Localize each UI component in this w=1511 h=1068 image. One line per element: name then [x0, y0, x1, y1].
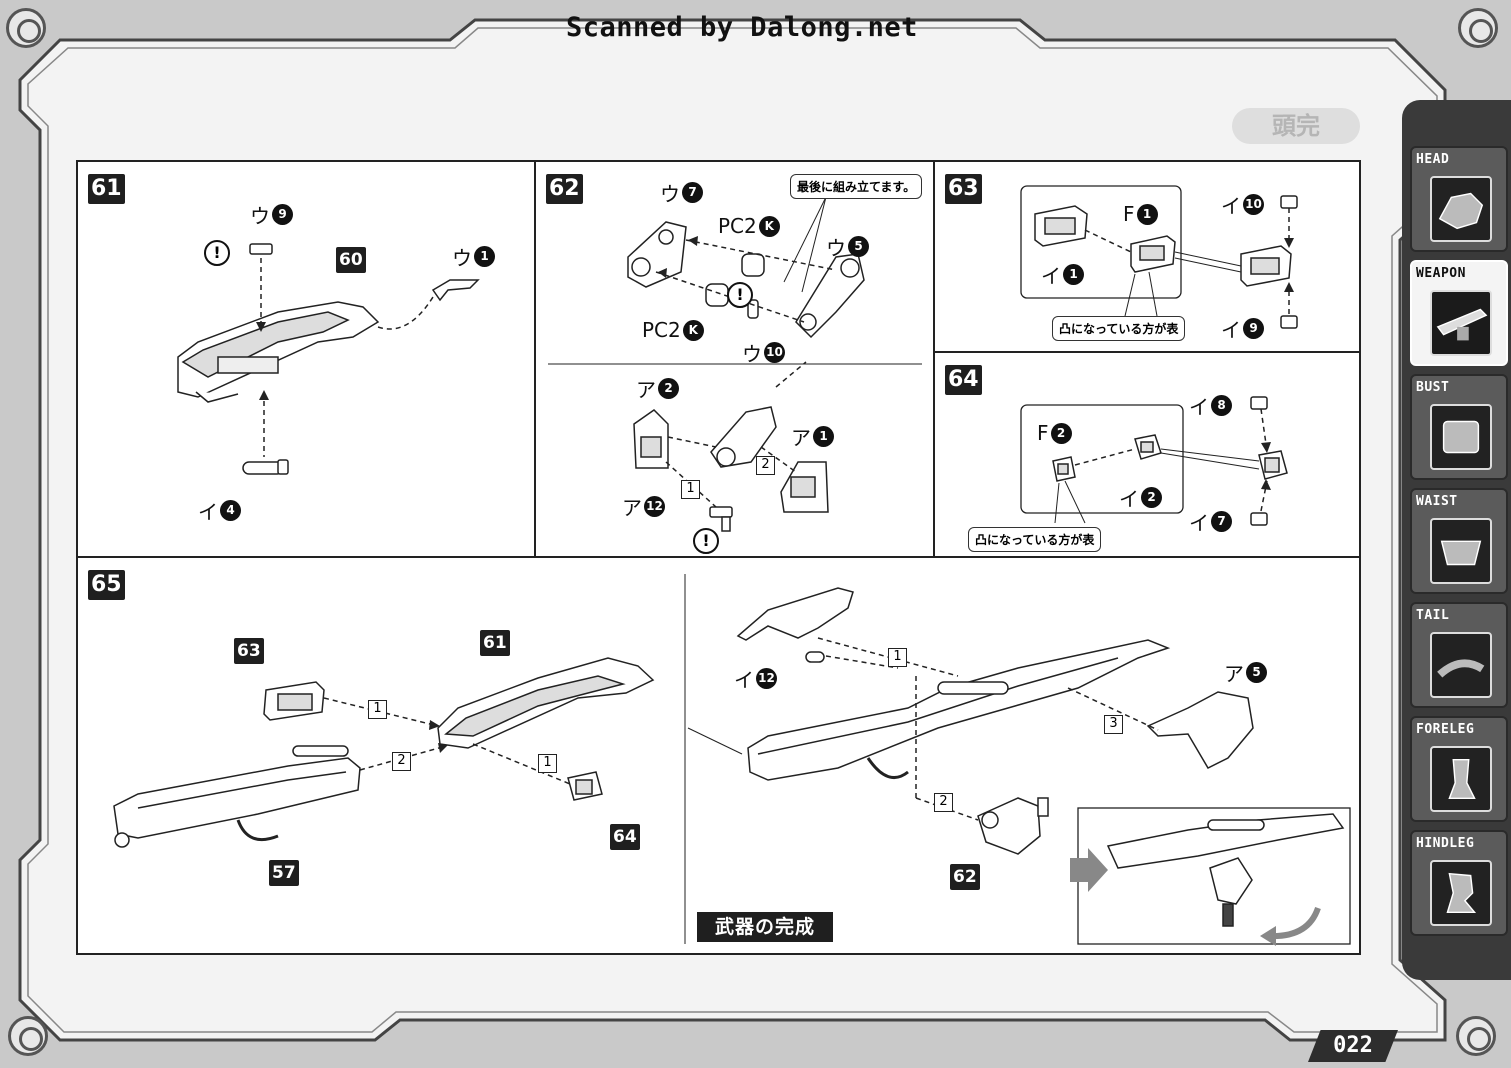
order-marker: 1 [681, 480, 700, 499]
subassembly-ref-63: 63 [234, 638, 264, 664]
step-number: 61 [88, 174, 125, 204]
section-sidebar: HEAD WEAPON BUST WAIST TAIL [1402, 100, 1511, 980]
watermark-tab: 頭完 [1232, 108, 1360, 144]
step-number: 62 [546, 174, 583, 204]
sidebar-item-label: HEAD [1416, 152, 1450, 167]
corner-emblem-bottom-right [1456, 1016, 1496, 1056]
sidebar-item-foreleg[interactable]: FORELEG [1410, 716, 1508, 822]
warning-icon: ! [727, 282, 753, 308]
order-marker: 2 [392, 752, 411, 771]
sidebar-item-label: FORELEG [1416, 722, 1475, 737]
foreleg-icon [1430, 746, 1492, 812]
sidebar-item-label: HINDLEG [1416, 836, 1475, 851]
corner-emblem-top-right [1458, 8, 1498, 48]
order-marker: 3 [1104, 715, 1123, 734]
subassembly-ref-64: 64 [610, 824, 640, 850]
weapon-complete-banner: 武器の完成 [697, 912, 833, 942]
sidebar-item-tail[interactable]: TAIL [1410, 602, 1508, 708]
sidebar-item-label: TAIL [1416, 608, 1450, 623]
sidebar-item-head[interactable]: HEAD [1410, 146, 1508, 252]
subassembly-ref-57: 57 [269, 860, 299, 886]
order-marker: 1 [888, 648, 907, 667]
sidebar-item-waist[interactable]: WAIST [1410, 488, 1508, 594]
scan-credit: Scanned by Dalong.net [566, 12, 918, 43]
tail-icon [1430, 632, 1492, 698]
step-61-panel: 61 ! [76, 160, 536, 558]
subassembly-ref-60: 60 [336, 247, 366, 273]
sidebar-item-label: WAIST [1416, 494, 1458, 509]
hindleg-icon [1430, 860, 1492, 926]
waist-icon [1430, 518, 1492, 584]
order-marker: 2 [934, 793, 953, 812]
weapon-icon [1430, 290, 1492, 356]
page-number: 022 [1308, 1030, 1398, 1062]
sidebar-item-bust[interactable]: BUST [1410, 374, 1508, 480]
warning-icon: ! [204, 240, 230, 266]
corner-emblem-top-left [6, 8, 46, 48]
head-icon [1430, 176, 1492, 242]
step-62-panel: 62 [534, 160, 935, 558]
corner-emblem-bottom-left [8, 1016, 48, 1056]
bust-icon [1430, 404, 1492, 470]
subassembly-ref-62: 62 [950, 864, 980, 890]
sidebar-item-label: BUST [1416, 380, 1450, 395]
step-number: 63 [945, 174, 982, 204]
step-number: 64 [945, 365, 982, 395]
step-63-note: 凸になっている方が表 [1052, 316, 1186, 341]
sidebar-item-hindleg[interactable]: HINDLEG [1410, 830, 1508, 936]
warning-icon: ! [693, 528, 719, 554]
order-marker: 1 [368, 700, 387, 719]
step-64-panel: 64 [933, 351, 1361, 558]
step-64-note: 凸になっている方が表 [968, 527, 1102, 552]
order-marker: 1 [538, 754, 557, 773]
order-marker: 2 [756, 456, 775, 475]
step-61-diagram [177, 243, 480, 475]
sidebar-item-label: WEAPON [1416, 266, 1466, 281]
sidebar-item-weapon[interactable]: WEAPON [1410, 260, 1508, 366]
step-63-panel: 63 [933, 160, 1361, 353]
subassembly-ref-61: 61 [480, 630, 510, 656]
step-65-diagram [113, 574, 1351, 946]
step-number: 65 [88, 570, 125, 600]
step-65-panel: 65 [76, 556, 1361, 955]
step-62-note: 最後に組み立てます。 [790, 174, 923, 199]
